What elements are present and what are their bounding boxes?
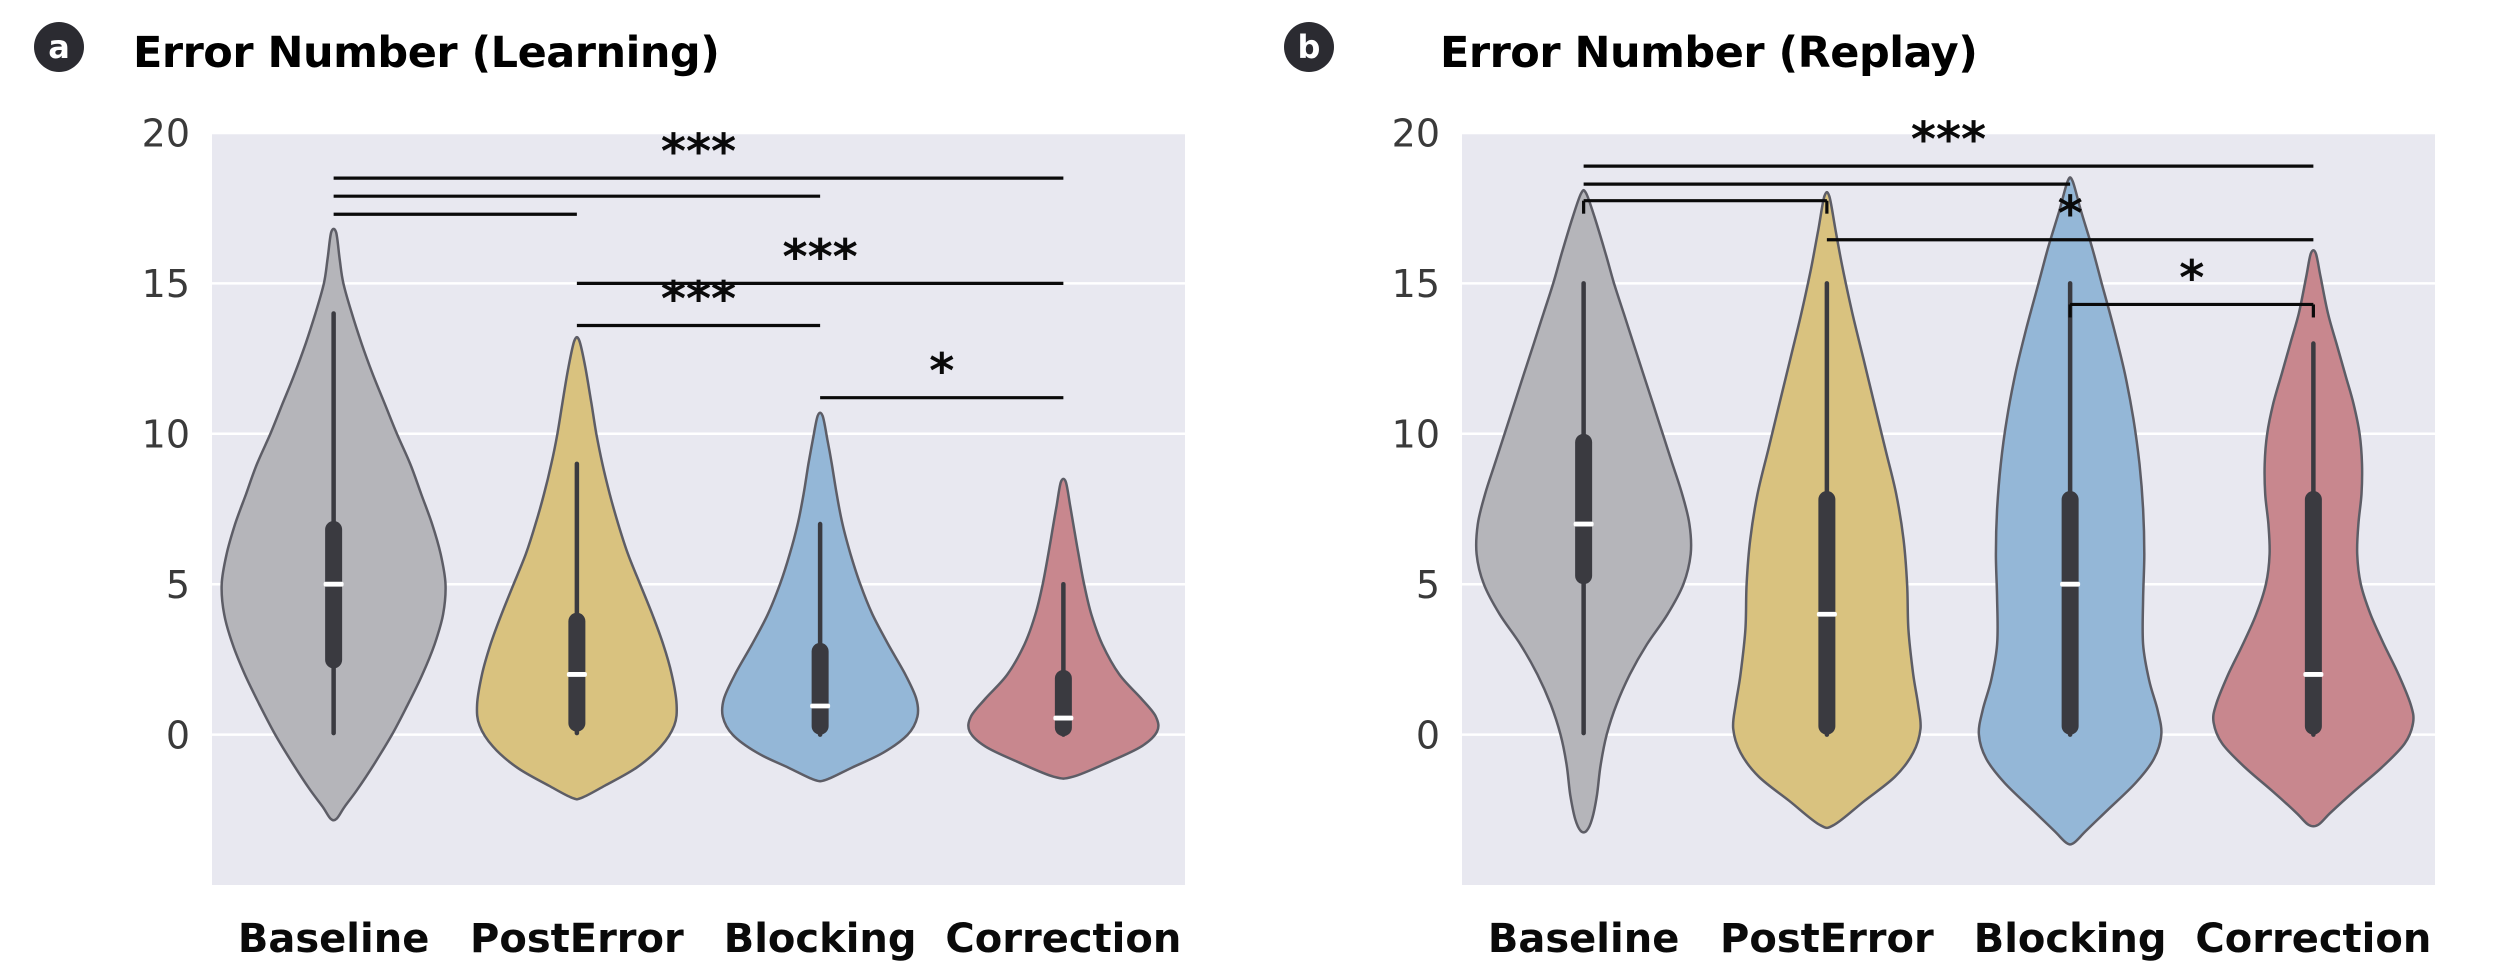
significance-label: *** <box>782 229 857 285</box>
iqr-box <box>1575 433 1593 585</box>
iqr-box <box>2061 490 2079 735</box>
x-category-label: Correction <box>2195 916 2431 962</box>
y-tick-label: 15 <box>142 262 190 306</box>
y-tick-label: 0 <box>1416 713 1440 757</box>
y-tick-labels: 0 5 10 15 20 <box>142 112 190 758</box>
violin-blocking <box>1977 176 2163 846</box>
y-tick-label: 20 <box>142 112 190 156</box>
median-tick <box>1053 715 1074 721</box>
violin-blocking <box>720 411 920 783</box>
x-category-label: PostError <box>470 916 684 962</box>
iqr-box <box>1054 669 1072 737</box>
violin-baseline <box>220 227 447 822</box>
y-tick-label: 0 <box>166 713 190 757</box>
y-tick-labels: 0 5 10 15 20 <box>1392 112 1440 758</box>
significance-brackets: ********** <box>333 124 1064 400</box>
x-category-label: PostError <box>1720 916 1934 962</box>
y-tick-label: 20 <box>1392 112 1440 156</box>
y-tick-label: 5 <box>166 563 190 607</box>
violin-correction <box>967 477 1160 780</box>
significance-label: * <box>2179 250 2204 306</box>
violin-posterror <box>475 335 679 801</box>
significance-label: * <box>929 344 954 400</box>
x-category-labels: Baseline PostError Blocking Correction <box>238 916 1181 962</box>
iqr-box <box>2304 490 2322 735</box>
iqr-box <box>811 642 829 735</box>
median-tick <box>2060 581 2081 587</box>
panel-b-badge: b <box>1284 22 1334 72</box>
y-tick-label: 15 <box>1392 262 1440 306</box>
median-tick <box>2303 672 2324 677</box>
y-tick-label: 10 <box>142 412 190 456</box>
violin-baseline <box>1474 188 1693 834</box>
median-tick <box>1816 611 1837 617</box>
x-category-label: Blocking <box>1974 916 2167 962</box>
y-tick-label: 5 <box>1416 563 1440 607</box>
median-tick <box>1573 521 1594 527</box>
x-category-labels: Baseline PostError Blocking Correction <box>1488 916 2431 962</box>
significance-label: * <box>2058 186 2083 242</box>
x-category-label: Baseline <box>1488 916 1679 962</box>
panel-a-title: Error Number (Learning) <box>133 28 720 78</box>
x-category-label: Baseline <box>238 916 429 962</box>
median-tick <box>810 703 831 709</box>
iqr-box <box>325 521 343 669</box>
median-tick <box>323 581 344 587</box>
x-category-label: Blocking <box>724 916 917 962</box>
violin-posterror <box>1731 190 1922 830</box>
significance-brackets: ***** <box>1582 112 2315 318</box>
median-tick <box>566 672 587 677</box>
violin-correction <box>2211 249 2415 828</box>
significance-label: *** <box>661 124 736 180</box>
y-tick-label: 10 <box>1392 412 1440 456</box>
significance-label: *** <box>661 272 736 328</box>
panel-b-title: Error Number (Replay) <box>1440 28 1978 78</box>
x-category-label: Correction <box>945 916 1181 962</box>
panel-a-badge: a <box>34 22 84 72</box>
significance-label: *** <box>1911 112 1986 168</box>
